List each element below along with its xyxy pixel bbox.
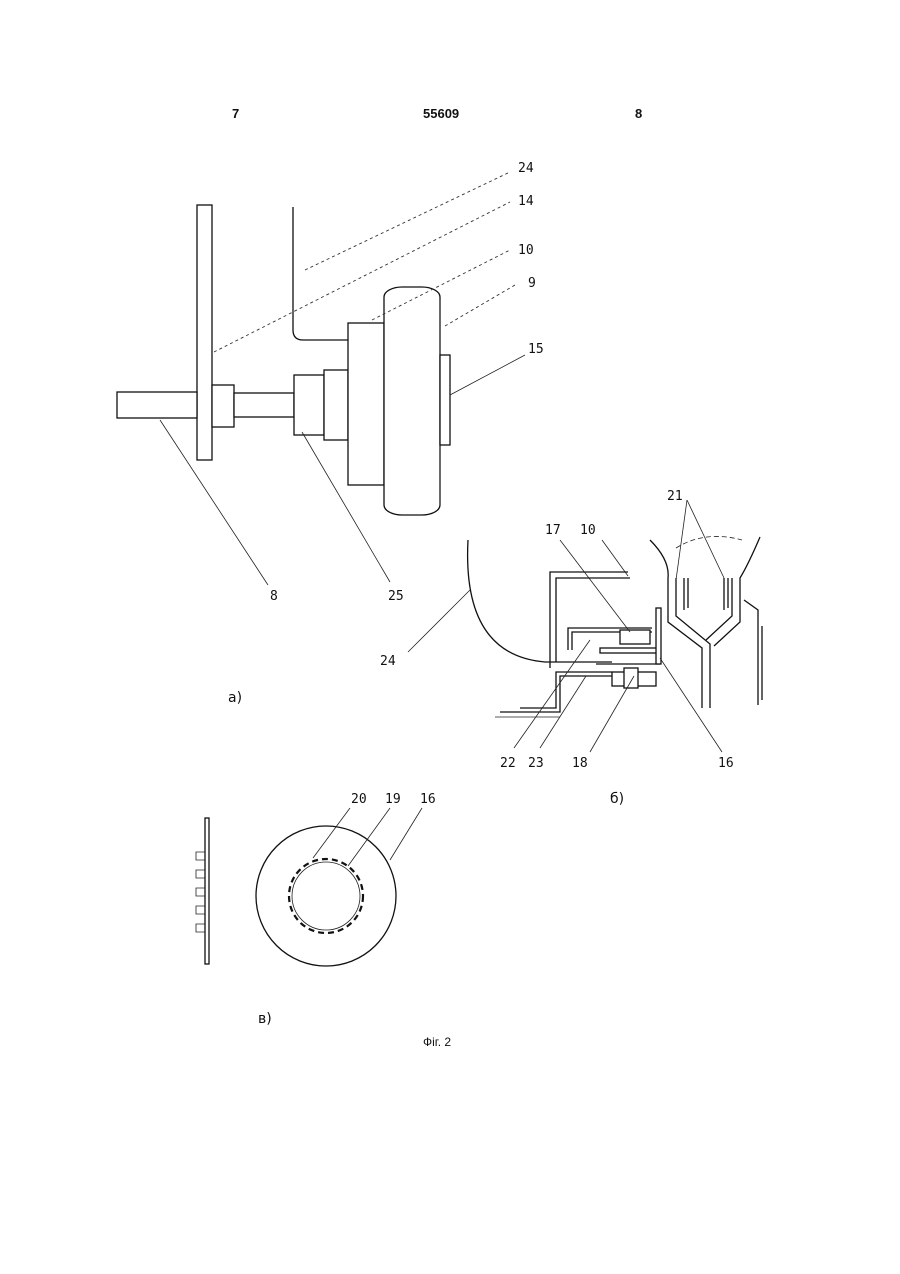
- label-17: 17: [545, 523, 561, 538]
- block-17: [620, 630, 650, 644]
- patent-number: 55609: [423, 106, 459, 121]
- vertical-plate: [197, 205, 212, 460]
- leader-10-b: [602, 540, 628, 576]
- flange-hub: [212, 385, 234, 427]
- leader-16-b: [660, 658, 722, 752]
- leader-17: [560, 540, 630, 632]
- right-wall: [744, 600, 758, 705]
- coupling-sleeve: [324, 370, 348, 440]
- pipe-left-inner: [676, 578, 710, 708]
- disc-16-outer: [256, 826, 396, 966]
- leader-16-v: [390, 808, 422, 860]
- label-10-a: 10: [518, 243, 534, 258]
- label-22: 22: [500, 756, 516, 771]
- pipe-wall-a: [684, 578, 688, 610]
- label-21: 21: [667, 489, 683, 504]
- bracket-24-b: [468, 540, 612, 662]
- pipe-wall-b: [724, 578, 728, 610]
- figure-caption: Фіг. 2: [423, 1035, 451, 1049]
- lower-23-inner: [520, 672, 612, 708]
- leader-24-b: [408, 590, 470, 652]
- housing-10: [348, 323, 384, 485]
- label-25-a: 25: [388, 589, 404, 604]
- label-24-b: 24: [380, 654, 396, 669]
- label-14-a: 14: [518, 194, 534, 209]
- view-v-drawing: [196, 808, 422, 966]
- post: [656, 608, 661, 664]
- pipe-right-outer: [714, 537, 760, 646]
- disc-side-profile: [205, 818, 209, 964]
- label-9-a: 9: [528, 276, 536, 291]
- coupling-25: [294, 375, 324, 435]
- label-10-b: 10: [580, 523, 596, 538]
- leader-9: [445, 285, 515, 326]
- leader-8: [160, 420, 268, 585]
- leader-21-a: [687, 500, 724, 578]
- side-teeth: [196, 852, 205, 932]
- label-20: 20: [351, 792, 367, 807]
- leader-22: [514, 640, 590, 748]
- label-18: 18: [572, 756, 588, 771]
- caption-view-b: б): [610, 791, 624, 807]
- label-8-a: 8: [270, 589, 278, 604]
- bracket-24: [293, 207, 348, 340]
- cap-15: [440, 355, 450, 445]
- label-16-v: 16: [420, 792, 436, 807]
- page-number-right: 8: [635, 106, 642, 121]
- label-16-b: 16: [718, 756, 734, 771]
- leader-15: [450, 355, 525, 395]
- label-15-a: 15: [528, 342, 544, 357]
- wheel-9: [384, 287, 440, 515]
- label-24-a: 24: [518, 161, 534, 176]
- page-number-left: 7: [232, 106, 239, 121]
- shaft-8: [117, 392, 197, 418]
- caption-view-a: а): [228, 690, 242, 706]
- leader-24: [305, 172, 510, 270]
- view-a-drawing: [117, 172, 525, 585]
- caption-view-v: в): [258, 1011, 272, 1027]
- label-19: 19: [385, 792, 401, 807]
- leader-18: [590, 676, 634, 752]
- fastener-bolt: [624, 668, 638, 688]
- plate-16: [600, 648, 660, 653]
- leader-21-b: [676, 500, 687, 580]
- shaft-section: [234, 393, 294, 417]
- label-23: 23: [528, 756, 544, 771]
